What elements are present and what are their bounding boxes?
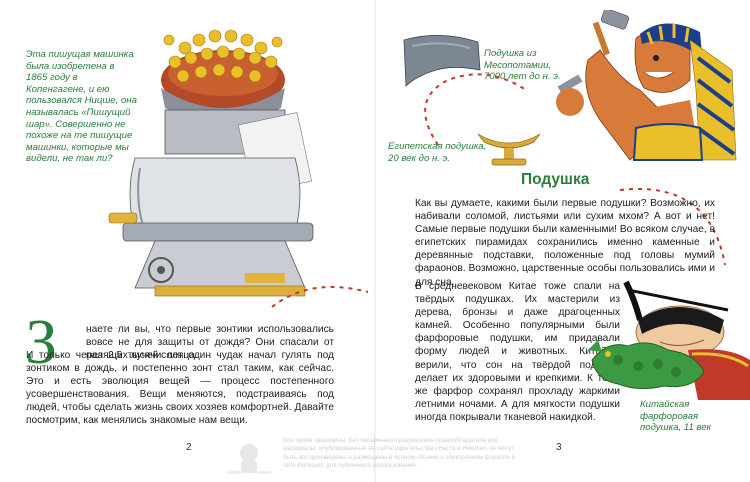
- page-gutter: [374, 0, 376, 482]
- left-body-first: наете ли вы, что первые зонтики использо…: [86, 324, 334, 362]
- left-body-rest: И только через 2,5 тысячи лет один чудак…: [26, 350, 334, 427]
- dropcap-letter: З: [25, 306, 58, 377]
- decorative-dashes-right: [424, 73, 527, 146]
- pillow-paragraph-1: Как вы думаете, какими были первые подуш…: [415, 198, 715, 288]
- egyptian-figure-illustration: [556, 10, 737, 161]
- section-heading: Подушка: [521, 171, 590, 188]
- decorative-dashes-right-lower: [619, 188, 726, 266]
- egypt-caption: Египетская подушка, 20 век до н. э.: [388, 141, 487, 164]
- publisher-watermark-logo: [227, 444, 271, 474]
- page-number-left: 2: [186, 442, 192, 453]
- decorative-dashes-left: [271, 286, 369, 308]
- mesopotamia-caption: Подушка из Месопотамии, 7000 лет до н. э…: [484, 48, 561, 83]
- pillow-paragraph-2: В средневековом Китае тоже спали на твёр…: [415, 281, 620, 423]
- egyptian-headrest-illustration: [477, 133, 541, 166]
- typewriter-illustration: [108, 29, 314, 297]
- typewriter-caption: Эта пишущая машинка была изобретена в 18…: [26, 49, 137, 165]
- page-number-right: 3: [556, 442, 562, 453]
- mesopotamian-pillow-illustration: [403, 35, 481, 87]
- china-caption: Китайская фарфоровая подушка, 11 век: [640, 399, 712, 434]
- chinese-pillow-illustration: [588, 280, 750, 400]
- copyright-notice: Все права защищены. Без письменного разр…: [283, 437, 516, 470]
